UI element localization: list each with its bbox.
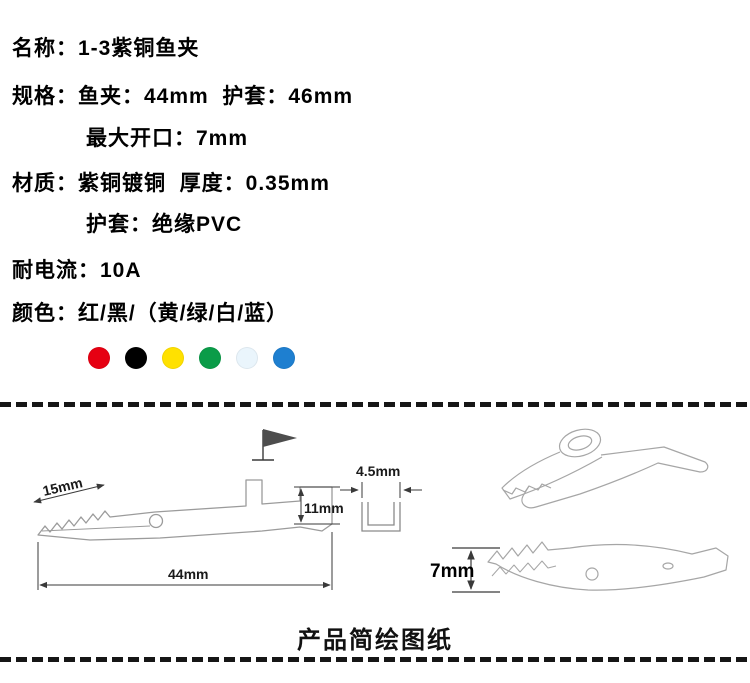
dashed-divider-top xyxy=(0,402,750,407)
spec-line-size: 规格：鱼夹：44mm 护套：46mm xyxy=(12,85,354,108)
flag-marker-icon xyxy=(252,429,297,461)
rivet-circle xyxy=(148,513,164,529)
sheath-cross-section xyxy=(361,502,401,532)
swatch-blue xyxy=(273,347,295,369)
technical-drawing: 15mm 44mm 11mm 4.5mm 7mm xyxy=(33,428,729,593)
color-swatches xyxy=(88,347,295,369)
swatch-white xyxy=(236,347,258,369)
spec-line-current: 耐电流：10A xyxy=(12,259,142,282)
dim-44mm-label: 44mm xyxy=(168,566,208,582)
dim-4-5mm-arrows xyxy=(340,482,422,498)
perspective-clip-top xyxy=(501,428,709,509)
dim-4-5mm-label: 4.5mm xyxy=(356,463,400,479)
diagram-caption: 产品简绘图纸 xyxy=(297,627,453,654)
spec-line-name: 名称：1-3紫铜鱼夹 xyxy=(12,37,200,60)
swatch-red xyxy=(88,347,110,369)
dim-11mm-label: 11mm xyxy=(304,500,344,516)
spec-line-max-opening: 最大开口：7mm xyxy=(86,127,249,150)
side-view-clip-drawing xyxy=(37,479,333,541)
swatch-yellow xyxy=(162,347,184,369)
spec-line-material: 材质：紫铜镀铜 厚度：0.35mm xyxy=(12,172,330,195)
dimension-lines xyxy=(33,483,340,590)
spec-line-sheath: 护套：绝缘PVC xyxy=(86,213,243,236)
dashed-divider-bottom xyxy=(0,657,750,662)
swatch-black xyxy=(125,347,147,369)
dim-7mm-label: 7mm xyxy=(430,561,474,582)
swatch-green xyxy=(199,347,221,369)
perspective-clip-bottom xyxy=(487,541,729,591)
dim-7mm-arrows xyxy=(452,547,500,593)
spec-line-colors: 颜色：红/黑/（黄/绿/白/蓝） xyxy=(12,302,289,325)
